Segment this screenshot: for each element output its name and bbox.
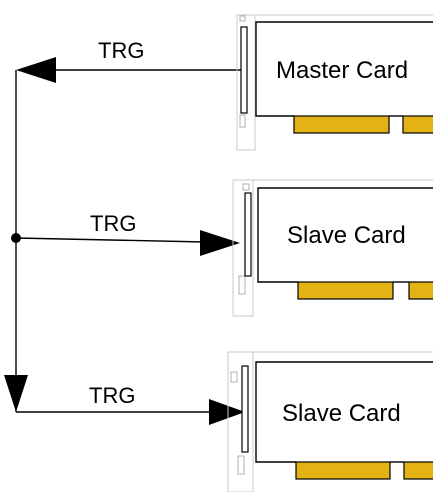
card-edge-connector — [293, 115, 390, 134]
card-pcb — [257, 187, 433, 283]
trg-label-middle: TRG — [90, 211, 136, 236]
card-bracket — [241, 365, 249, 453]
card-edge-connector — [403, 461, 433, 480]
slave1-trigger-line — [15, 237, 206, 243]
card-bracket — [244, 192, 252, 277]
slave1-trigger-arrow — [200, 230, 240, 256]
card-bracket — [240, 26, 248, 114]
card-edge-connector — [297, 281, 394, 300]
slave-card-1: Slave Card — [232, 179, 433, 317]
card-edge-connector — [402, 115, 433, 134]
master-card: Master Card — [236, 14, 433, 151]
card-edge-connector — [295, 461, 391, 480]
card-pcb — [255, 21, 433, 117]
slave-card-1-label: Slave Card — [287, 222, 406, 249]
card-pcb — [255, 361, 433, 463]
card-edge-connector — [408, 281, 433, 300]
master-card-label: Master Card — [276, 57, 408, 84]
card-bracket-outline — [232, 179, 254, 317]
trg-label-top: TRG — [98, 38, 144, 63]
master-trigger-arrow — [16, 57, 56, 83]
card-bracket-outline — [236, 14, 256, 151]
slave-card-2-label: Slave Card — [282, 400, 401, 427]
slave-card-2: Slave Card — [227, 351, 433, 492]
bus-down-arrow — [4, 375, 28, 412]
card-bracket-outline — [227, 351, 254, 492]
trg-label-bottom: TRG — [89, 383, 135, 408]
slave2-trigger-arrow — [209, 399, 245, 425]
